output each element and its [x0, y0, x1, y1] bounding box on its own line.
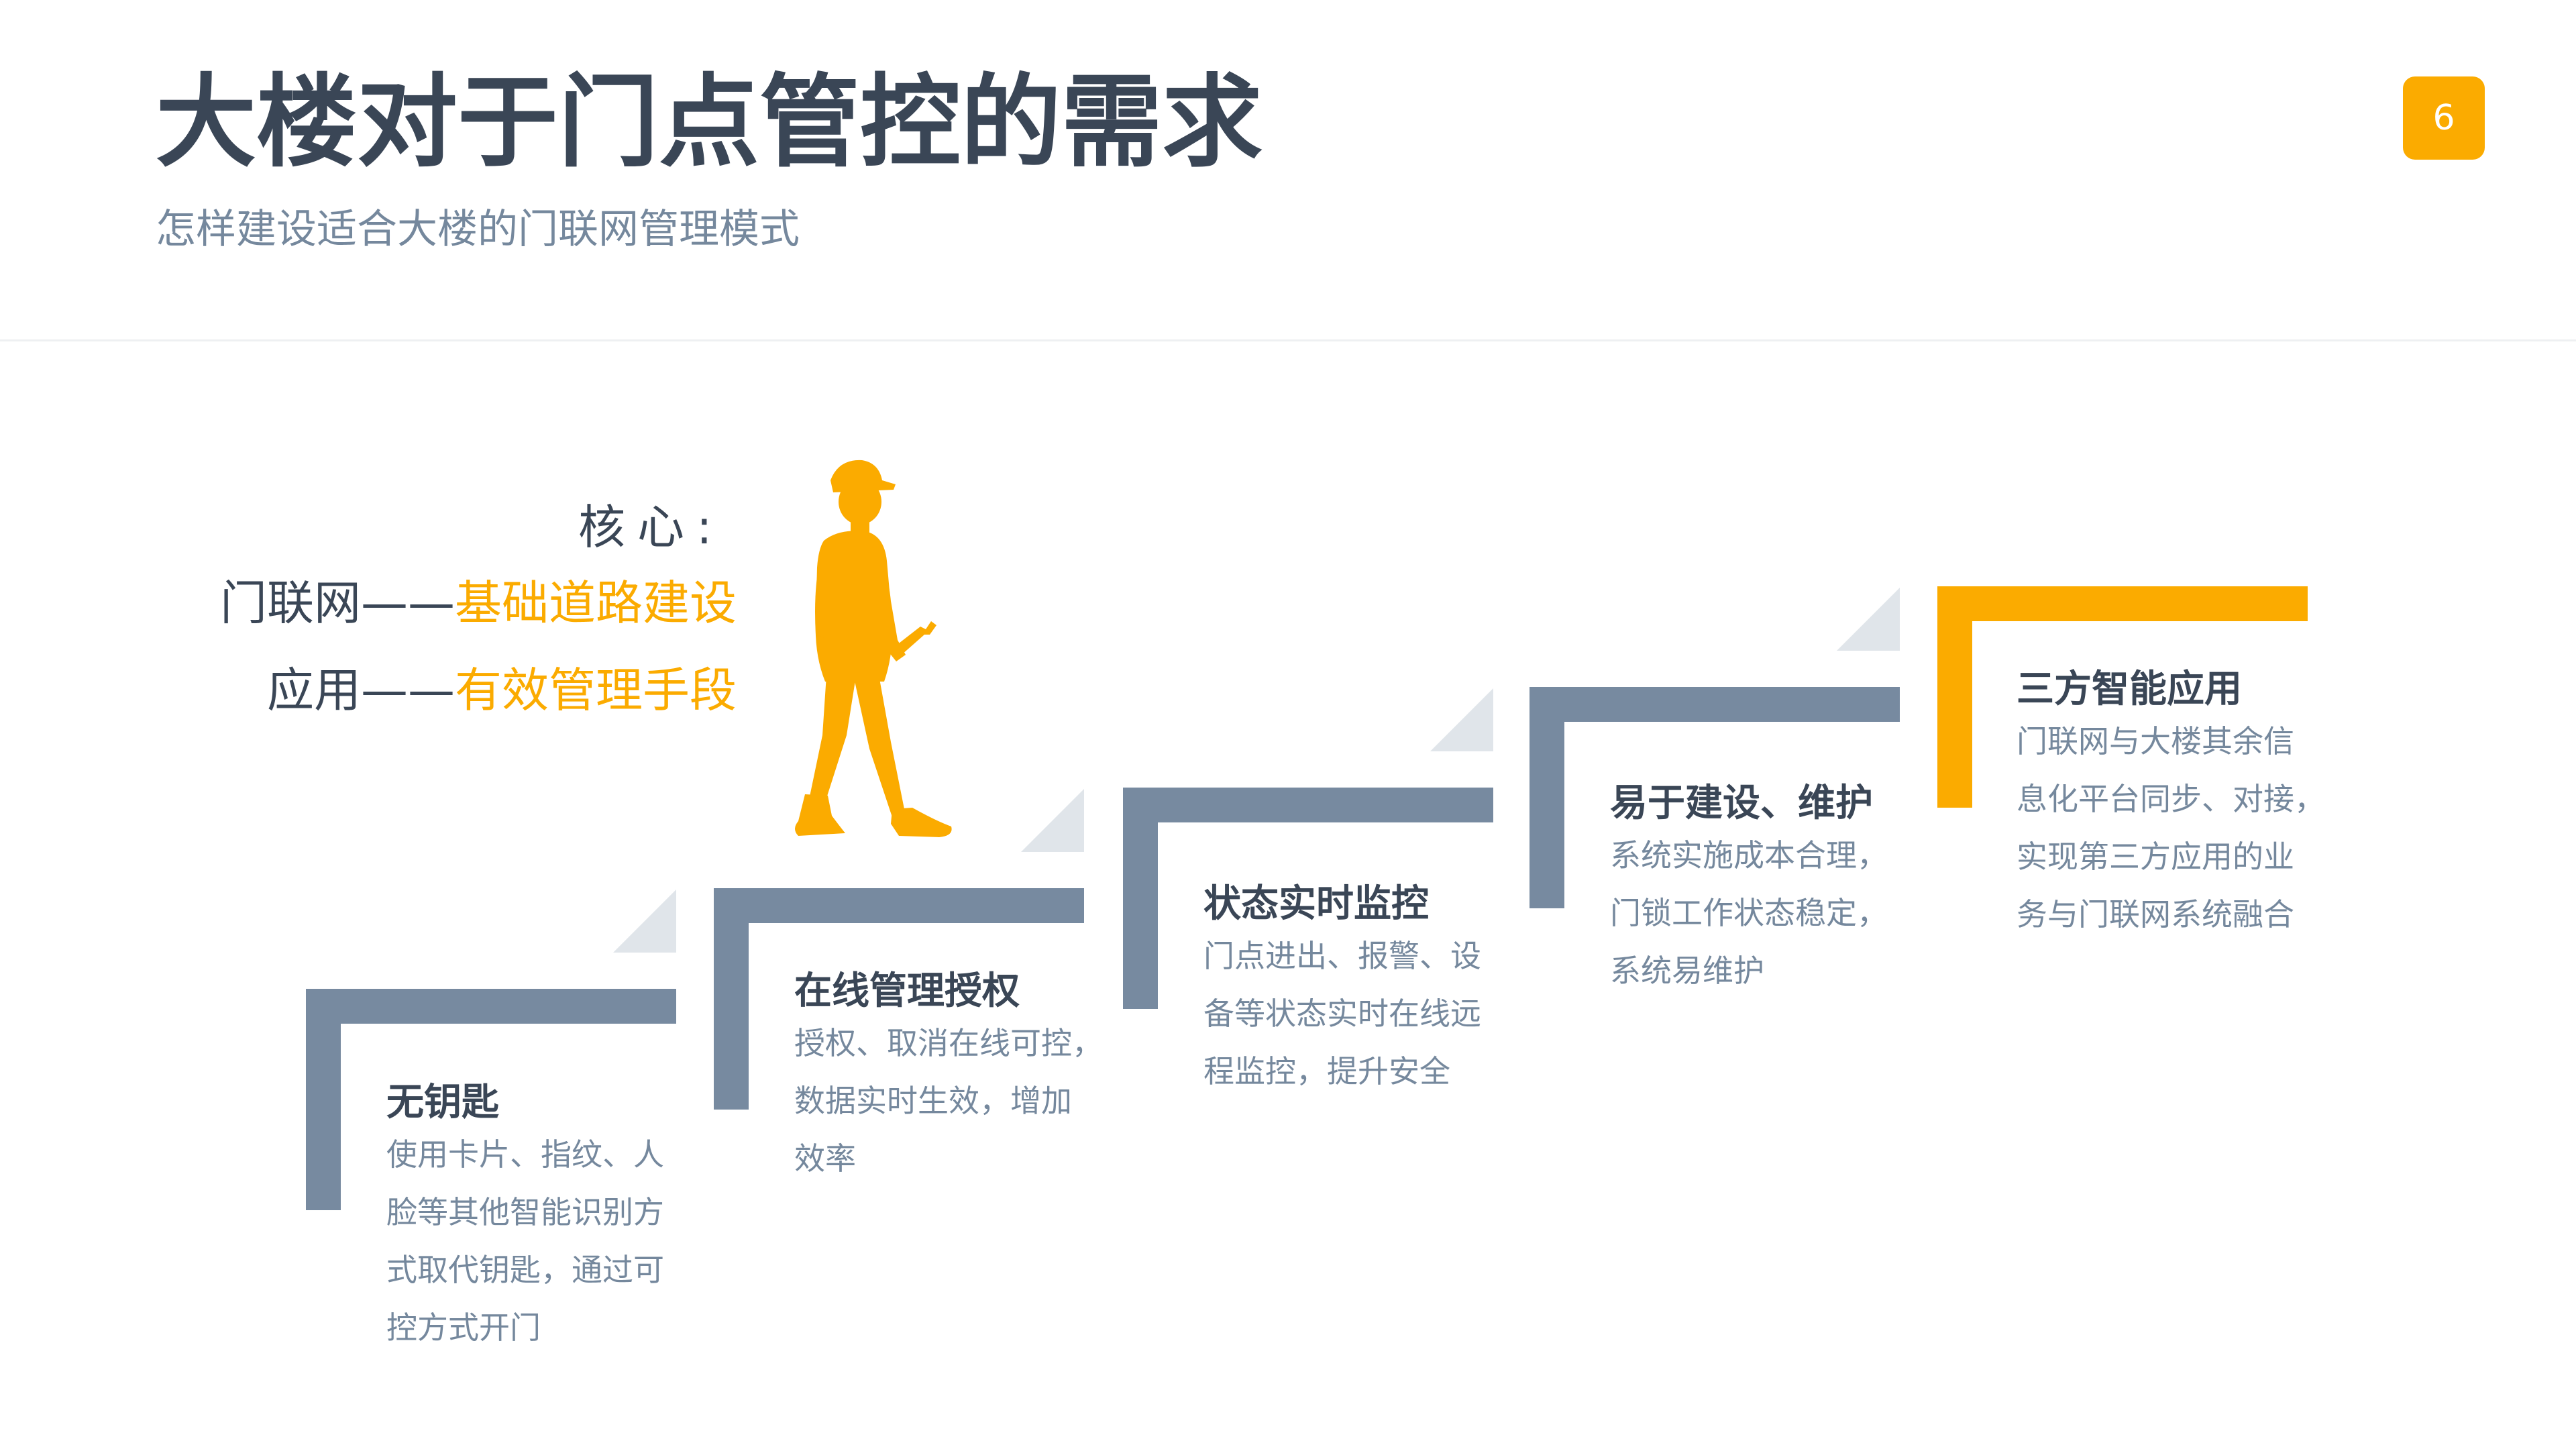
step-1-side-bar [306, 989, 341, 1210]
step-2-desc-line: 效率 [794, 1140, 856, 1177]
step-1-top-bar [306, 989, 676, 1024]
step-2-side-bar [714, 888, 749, 1110]
core-line-network: 门联网——基础道路建设 [220, 580, 737, 627]
step-3-side-bar [1123, 788, 1158, 1009]
step-5-title: 三方智能应用 [2017, 667, 2242, 711]
step-3-desc-line: 程监控，提升安全 [1203, 1053, 1450, 1089]
step-2-corner-triangle [1021, 789, 1084, 852]
step-3-desc-line: 备等状态实时在线远 [1203, 996, 1481, 1032]
step-2-description: 授权、取消在线可控， 数据实时生效，增加 效率 [794, 1014, 1110, 1187]
step-5-desc-line: 务与门联网系统融合 [2017, 896, 2294, 932]
page-subtitle: 怎样建设适合大楼的门联网管理模式 [156, 206, 800, 253]
core-line-application: 应用——有效管理手段 [267, 667, 737, 714]
step-2-desc-line: 授权、取消在线可控， [794, 1025, 1103, 1061]
step-2-desc-line: 数据实时生效，增加 [794, 1083, 1072, 1119]
step-4-description: 系统实施成本合理， 门锁工作状态稳定， 系统易维护 [1610, 826, 1925, 1000]
page-title: 大楼对于门点管控的需求 [156, 64, 1263, 181]
step-5-description: 门联网与大楼其余信 息化平台同步、对接， 实现第三方应用的业 务与门联网系统融合 [2017, 712, 2332, 943]
core-line-network-highlight: 基础道路建设 [455, 576, 737, 631]
step-5-desc-line: 息化平台同步、对接， [2017, 781, 2325, 817]
step-5-top-bar [1937, 586, 2308, 621]
core-line-application-highlight: 有效管理手段 [455, 663, 737, 718]
step-1-desc-line: 控方式开门 [386, 1309, 541, 1346]
step-5-side-bar [1937, 586, 1972, 808]
step-5-desc-line: 实现第三方应用的业 [2017, 839, 2294, 875]
step-4-top-bar [1529, 687, 1900, 722]
step-1-desc-line: 式取代钥匙，通过可 [386, 1252, 664, 1288]
step-3-top-bar [1123, 788, 1493, 822]
step-2-title: 在线管理授权 [794, 969, 1020, 1013]
step-4-desc-line: 门锁工作状态稳定， [1610, 895, 1888, 931]
step-1-description: 使用卡片、指纹、人 脸等其他智能识别方 式取代钥匙，通过可 控方式开门 [386, 1126, 702, 1356]
walking-worker-icon [795, 460, 952, 837]
step-4-side-bar [1529, 687, 1564, 908]
step-2-top-bar [714, 888, 1084, 923]
core-label: 核心: [578, 500, 724, 555]
header-divider [0, 339, 2576, 341]
page-number-badge: 6 [2403, 76, 2485, 160]
step-4-desc-line: 系统易维护 [1610, 953, 1764, 989]
step-1-corner-triangle [613, 890, 676, 953]
core-line-application-prefix: 应用 [267, 663, 361, 718]
step-1-desc-line: 脸等其他智能识别方 [386, 1194, 664, 1230]
step-1-title: 无钥匙 [386, 1081, 499, 1124]
core-line-network-prefix: 门联网 [220, 576, 361, 631]
step-3-title: 状态实时监控 [1203, 882, 1429, 926]
step-5-desc-line: 门联网与大楼其余信 [2017, 723, 2294, 759]
step-3-corner-triangle [1430, 688, 1493, 751]
step-4-title: 易于建设、维护 [1610, 782, 1873, 825]
step-1-desc-line: 使用卡片、指纹、人 [386, 1136, 664, 1173]
step-3-description: 门点进出、报警、设 备等状态实时在线远 程监控，提升安全 [1203, 927, 1519, 1100]
step-4-corner-triangle [1837, 588, 1900, 651]
step-3-desc-line: 门点进出、报警、设 [1203, 938, 1481, 974]
step-4-desc-line: 系统实施成本合理， [1610, 837, 1888, 873]
core-line-network-dash: —— [361, 576, 455, 631]
core-line-application-dash: —— [361, 663, 455, 718]
